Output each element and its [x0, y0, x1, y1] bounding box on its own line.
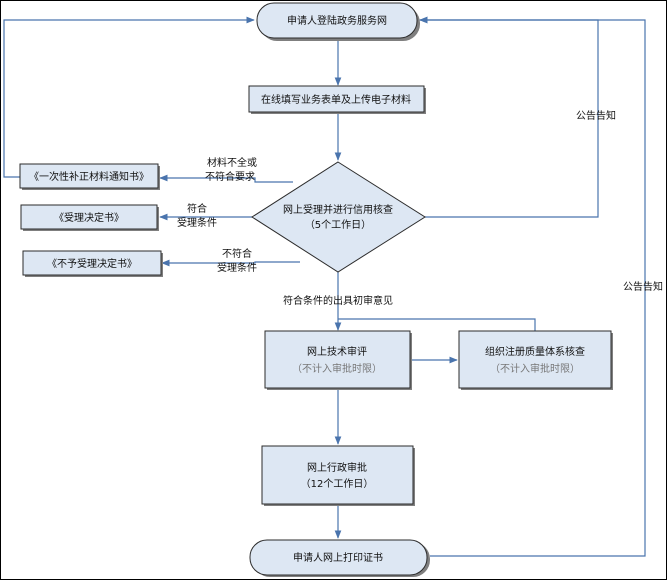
label-announce-2: 公告告知	[623, 280, 663, 293]
admin-node-line2: （12个工作日）	[301, 478, 374, 490]
start-node	[256, 2, 418, 39]
edge-print-announce	[419, 16, 646, 557]
label-incomplete-line2: 不符合要求	[205, 170, 255, 183]
label-meets-line2: 受理条件	[177, 216, 217, 229]
form-node	[248, 85, 425, 113]
admin-node	[261, 445, 414, 505]
start-node-label: 申请人登陆政务服务网	[287, 14, 387, 27]
reject-node	[22, 250, 162, 276]
label-incomplete-line1: 材料不全或	[207, 156, 257, 169]
print-node	[249, 539, 428, 576]
label-not-meets-line1: 不符合	[222, 247, 252, 260]
edge-supplement-to-start	[3, 16, 255, 178]
edge-to-supplement	[159, 174, 293, 183]
edge-to-reject	[161, 259, 300, 267]
quality-node-line2: （不计入审批时限）	[490, 362, 580, 375]
label-announce-1: 公告告知	[576, 109, 616, 122]
label-initial-opinion: 符合条件的出具初审意见	[283, 294, 393, 307]
quality-node-line1: 组织注册质量体系核查	[485, 345, 585, 358]
supplement-node	[19, 163, 159, 189]
review-decision-line1: 网上受理并进行信用核查	[283, 203, 393, 216]
review-decision-line2: （5个工作日）	[305, 219, 371, 231]
tech-node-line1: 网上技术审评	[307, 345, 367, 358]
accept-node	[20, 204, 158, 230]
label-meets-line1: 符合	[187, 202, 207, 215]
edge-quality-return	[338, 318, 536, 331]
tech-node	[264, 330, 411, 389]
tech-node-line2: （不计入审批时限）	[292, 362, 382, 375]
print-node-label: 申请人网上打印证书	[293, 551, 383, 564]
edge-review-announce	[419, 16, 599, 218]
quality-node	[458, 330, 612, 389]
review-decision	[251, 161, 426, 273]
label-not-meets-line2: 受理条件	[217, 261, 257, 274]
form-node-label: 在线填写业务表单及上传电子材料	[261, 93, 411, 106]
supplement-node-label: 《一次性补正材料通知书》	[29, 170, 149, 183]
reject-node-label: 《不予受理决定书》	[47, 257, 137, 270]
admin-node-line1: 网上行政审批	[307, 461, 367, 474]
accept-node-label: 《受理决定书》	[54, 211, 124, 224]
